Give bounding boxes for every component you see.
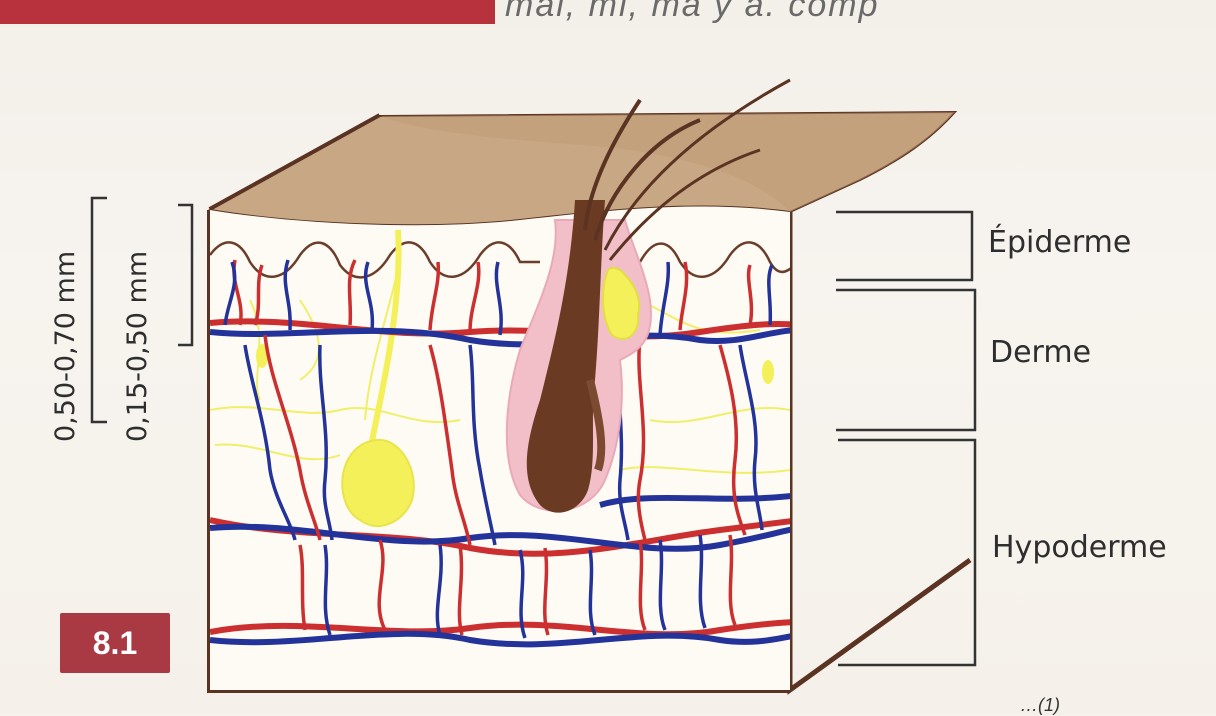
nerve-ending-right xyxy=(762,360,774,384)
bracket-thickness-inner xyxy=(178,205,192,345)
bracket-derme xyxy=(836,290,975,430)
label-thickness-outer: 0,50-0,70 mm xyxy=(50,251,81,442)
bracket-thickness-outer xyxy=(92,198,107,422)
label-hypoderme: Hypoderme xyxy=(992,530,1167,565)
layer-brackets xyxy=(836,212,975,665)
sweat-gland xyxy=(342,440,414,526)
bracket-epiderme xyxy=(836,212,972,280)
bracket-hypoderme xyxy=(838,440,975,665)
footer-cropped-text: …(1) xyxy=(1020,695,1060,716)
side-face-outline xyxy=(790,212,970,690)
figure-number-badge: 8.1 xyxy=(60,613,170,673)
label-epiderme: Épiderme xyxy=(988,225,1131,260)
label-thickness-inner: 0,15-0,50 mm xyxy=(122,251,153,442)
label-derme: Derme xyxy=(990,335,1091,370)
